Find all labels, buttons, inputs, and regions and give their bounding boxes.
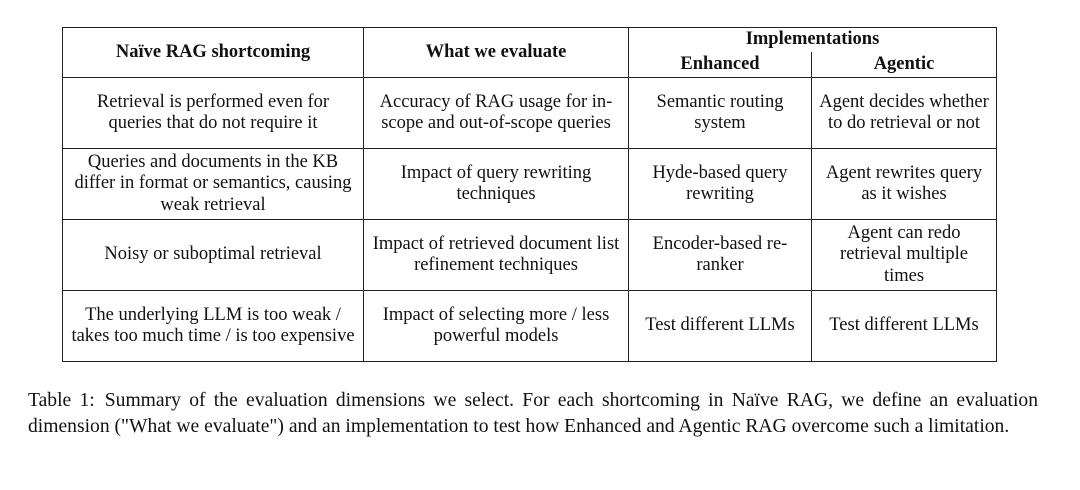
header-row: Naïve RAG shortcoming What we evaluate I… <box>62 27 997 78</box>
table-row: Queries and documents in the KB differ i… <box>62 148 997 220</box>
cell-evaluate: Impact of retrieved document list refine… <box>363 219 629 291</box>
cell-shortcoming: Retrieval is performed even for queries … <box>62 77 364 149</box>
cell-enhanced: Test different LLMs <box>628 290 812 362</box>
cell-agentic: Agent rewrites query as it wishes <box>811 148 997 220</box>
cell-enhanced: Hyde-based query rewriting <box>628 148 812 220</box>
header-what-we-evaluate: What we evaluate <box>363 27 629 78</box>
cell-evaluate: Impact of query rewriting techniques <box>363 148 629 220</box>
header-agentic: Agentic <box>811 52 997 78</box>
table-caption: Table 1:Summary of the evaluation dimens… <box>28 388 1038 439</box>
table-row: Noisy or suboptimal retrieval Impact of … <box>62 219 997 291</box>
table-container: Naïve RAG shortcoming What we evaluate I… <box>62 27 997 362</box>
header-shortcoming: Naïve RAG shortcoming <box>62 27 364 78</box>
subheader-row: Enhanced Agentic <box>63 52 997 78</box>
cell-enhanced: Encoder-based re-ranker <box>628 219 812 291</box>
header-implementations: Implementations <box>628 27 997 52</box>
cell-evaluate: Impact of selecting more / less powerful… <box>363 290 629 362</box>
cell-shortcoming: Noisy or suboptimal retrieval <box>62 219 364 291</box>
cell-shortcoming: The underlying LLM is too weak / takes t… <box>62 290 364 362</box>
header-enhanced: Enhanced <box>628 52 812 78</box>
cell-agentic: Agent can redo retrieval multiple times <box>811 219 997 291</box>
cell-evaluate: Accuracy of RAG usage for in-scope and o… <box>363 77 629 149</box>
cell-agentic: Test different LLMs <box>811 290 997 362</box>
table-row: The underlying LLM is too weak / takes t… <box>62 290 997 362</box>
caption-label: Table 1: <box>28 390 95 411</box>
table-row: Retrieval is performed even for queries … <box>62 77 997 149</box>
cell-shortcoming: Queries and documents in the KB differ i… <box>62 148 364 220</box>
caption-text: Summary of the evaluation dimensions we … <box>28 390 1038 437</box>
cell-enhanced: Semantic routing system <box>628 77 812 149</box>
evaluation-dimensions-table: Naïve RAG shortcoming What we evaluate I… <box>62 27 997 362</box>
cell-agentic: Agent decides whether to do retrieval or… <box>811 77 997 149</box>
